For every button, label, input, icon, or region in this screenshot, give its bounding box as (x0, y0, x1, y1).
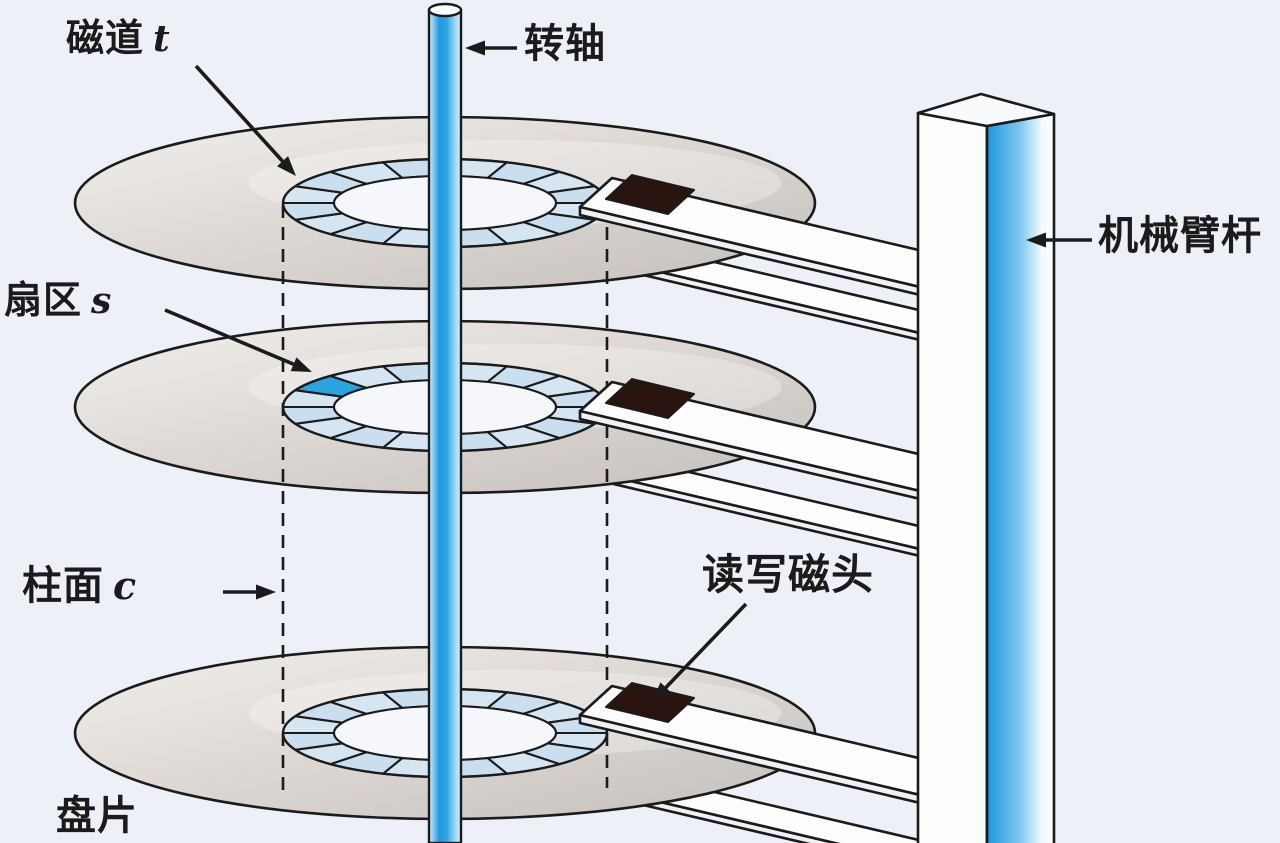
cylinder-arrow-head (256, 584, 276, 600)
rw-head-label-text: 读写磁头 (702, 551, 875, 598)
read-write-head (605, 174, 695, 215)
spindle-arrow-head (465, 40, 485, 56)
arm-rod-label: 机械臂杆 (1098, 216, 1262, 256)
arm-rod-label-text: 机械臂杆 (1098, 214, 1262, 258)
spindle-label-text: 转轴 (524, 22, 606, 66)
rw-head-label: 读写磁头 (702, 554, 874, 596)
spindle-top (427, 2, 463, 18)
spindle-label: 转轴 (524, 24, 606, 64)
cylinder-symbol: c (113, 563, 138, 608)
arm-rod-arrow-head (1026, 232, 1046, 248)
track-symbol: t (153, 17, 171, 60)
track-arrow-head (276, 156, 296, 176)
sector-arrow-line (164, 308, 302, 369)
track-arrow-line (194, 64, 290, 169)
platter-label-text: 盘片 (56, 794, 138, 838)
sector-arrow-head (290, 357, 312, 372)
actuator-column-left-face (916, 111, 989, 843)
rw-head-arrow-head (652, 682, 672, 702)
rw-head-arrow-line (659, 602, 748, 695)
spindle-rod (427, 8, 463, 843)
read-write-head (605, 378, 695, 419)
platter-label: 盘片 (56, 796, 138, 836)
read-write-head (605, 682, 695, 723)
track-label-text: 磁道 (66, 18, 145, 60)
sector-label-text: 扇区 (4, 280, 83, 322)
actuator-column-blue-face (985, 112, 1056, 843)
cylinder-label-text: 柱面 (22, 564, 104, 608)
sector-symbol: s (91, 279, 113, 322)
actuator-column-top-face (916, 92, 1056, 128)
